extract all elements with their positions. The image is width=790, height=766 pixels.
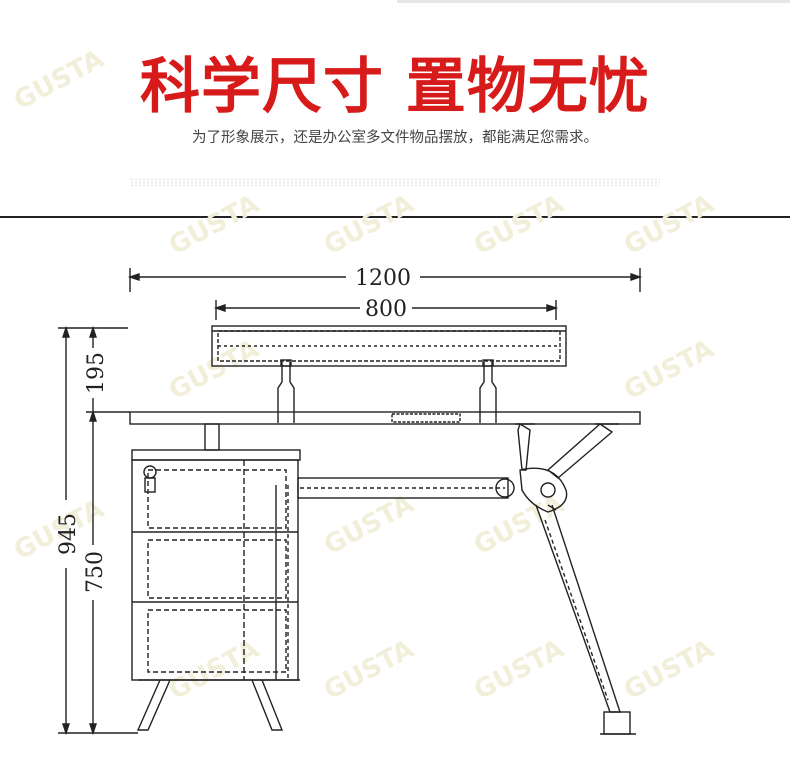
watermark-text: GUSTA bbox=[619, 189, 719, 261]
watermark-text: GUSTA bbox=[619, 634, 719, 706]
watermarks: GUSTA GUSTA GUSTA GUSTA GUSTA GUSTA GUST… bbox=[9, 44, 719, 706]
label-total-height: 945 bbox=[56, 513, 81, 555]
shelf-brackets bbox=[277, 359, 497, 423]
support-post bbox=[204, 423, 220, 451]
top-gray-rule bbox=[397, 0, 790, 3]
leg-frame bbox=[515, 422, 636, 735]
watermark-text: GUSTA bbox=[164, 334, 264, 406]
label-shelf-width: 800 bbox=[365, 297, 407, 322]
watermark-text: GUSTA bbox=[164, 634, 264, 706]
label-shelf-height: 195 bbox=[84, 352, 109, 394]
dimension-750 bbox=[89, 409, 97, 736]
watermark-text: GUSTA bbox=[9, 44, 109, 116]
cabinet-legs bbox=[136, 679, 300, 731]
watermark-text: GUSTA bbox=[319, 489, 419, 561]
dimension-945 bbox=[58, 325, 138, 736]
label-desk-width: 1200 bbox=[355, 266, 411, 291]
dotted-decoration bbox=[130, 178, 660, 186]
top-shelf bbox=[211, 325, 567, 367]
pedestal-cabinet bbox=[131, 449, 301, 681]
watermark-text: GUSTA bbox=[164, 189, 264, 261]
watermark-text: GUSTA bbox=[469, 189, 569, 261]
headline: 科学尺寸 置物无忧 bbox=[140, 52, 650, 122]
dimension-1200 bbox=[127, 268, 643, 292]
watermark-text: GUSTA bbox=[469, 489, 569, 561]
desktop-panel bbox=[129, 411, 641, 425]
label-desk-height: 750 bbox=[83, 551, 108, 593]
section-divider bbox=[0, 216, 790, 218]
watermark-text: GUSTA bbox=[319, 189, 419, 261]
watermark-text: GUSTA bbox=[469, 634, 569, 706]
subheadline: 为了形象展示，还是办公室多文件物品摆放，都能满足您需求。 bbox=[192, 130, 598, 146]
watermark-text: GUSTA bbox=[319, 634, 419, 706]
watermark-text: GUSTA bbox=[619, 334, 719, 406]
cross-beam bbox=[297, 477, 515, 499]
dimension-800 bbox=[213, 300, 559, 320]
